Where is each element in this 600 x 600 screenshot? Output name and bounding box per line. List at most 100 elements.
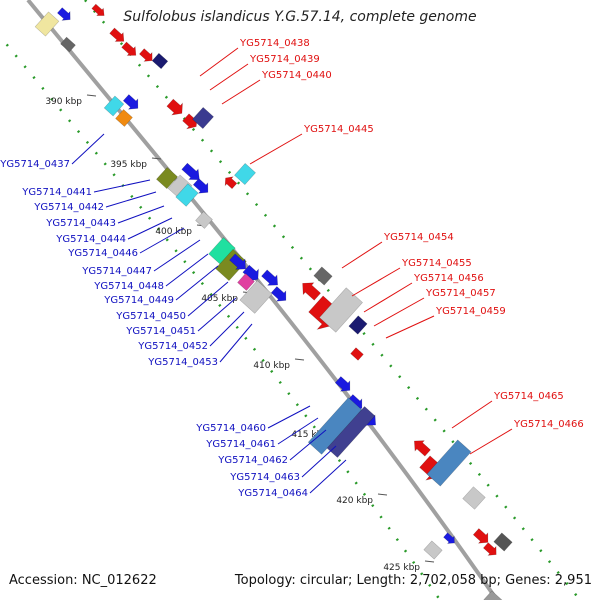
leader-line [373,297,425,327]
gene-feature [103,95,125,117]
gene-label-text: YG5714_0456 [413,273,484,284]
gene-box [115,109,133,127]
accession-text: Accession: NC_012622 [9,573,157,588]
gene-arrow [192,178,209,194]
gene-feature [302,282,321,301]
reverse-gene-label: YG5714_0462 [217,429,327,466]
map-title: Sulfolobus islandicus Y.G.57.14, complet… [123,9,477,25]
gene-feature [91,3,105,16]
gene-arrow [414,440,431,457]
gene-box [175,183,199,207]
reverse-gene-label: YG5714_0452 [137,311,245,352]
leader-line [105,191,157,208]
gene-feature [261,269,278,286]
gene-feature [443,532,455,544]
tick-label: 390 kbp [45,97,82,107]
leader-line [209,311,245,347]
forward-gene-label: YG5714_0466 [469,419,584,455]
gene-label-text: YG5714_0461 [205,439,276,450]
tick-label: 405 kbp [201,294,238,304]
gene-box [426,439,472,487]
gene-label-text: YG5714_0444 [55,234,126,245]
leader-line [309,459,347,494]
reverse-gene-label: YG5714_0463 [229,445,337,483]
gene-label-text: YG5714_0446 [67,248,138,259]
gene-label-text: YG5714_0462 [217,455,288,466]
gene-label-text: YG5714_0442 [33,202,104,213]
scale-tick: 400 kbp [155,224,207,237]
gene-box [423,540,443,560]
leader-line [153,239,201,272]
gene-label-text: YG5714_0448 [93,281,164,292]
gene-box [103,95,125,117]
gene-label-text: YG5714_0466 [513,419,584,430]
gene-feature [348,315,368,335]
gene-box [493,532,513,552]
gene-feature [414,440,431,457]
gene-label-text: YG5714_0449 [103,295,174,306]
tick-label: 400 kbp [155,227,192,237]
leader-line [385,315,435,339]
leader-line [197,297,237,332]
gene-arrow [91,3,105,16]
gene-feature [181,162,200,180]
tick-mark [377,493,388,496]
leader-line [341,241,383,269]
reverse-gene-label: YG5714_0453 [147,323,253,368]
gene-label-text: YG5714_0443 [45,218,116,229]
gene-label-text: YG5714_0459 [435,306,506,317]
gene-label-text: YG5714_0453 [147,357,218,368]
reverse-gene-label: YG5714_0448 [93,253,209,292]
reverse-gene-label: YG5714_0446 [67,227,185,259]
gene-arrow [109,27,125,42]
tick-label: 395 kbp [110,160,147,170]
gene-label-text: YG5714_0450 [115,311,186,322]
leader-line [289,429,327,461]
leader-line [301,445,337,478]
tick-mark [86,94,97,97]
gene-feature [122,94,139,110]
gene-box [350,347,364,361]
gene-arrow [229,253,246,270]
gene-arrow [166,98,183,116]
forward-gene-label: YG5714_0457 [373,288,496,327]
gene-feature [334,376,351,392]
scale-tick: 420 kbp [336,493,388,506]
forward-gene-label: YG5714_0459 [385,306,506,339]
gene-feature [151,52,169,70]
gene-box [192,107,214,129]
gene-arrow [181,162,200,180]
gene-feature [115,109,133,127]
leader-line [187,281,229,317]
gene-feature [175,183,199,207]
leader-line [267,405,311,429]
leader-line [117,205,165,224]
gene-feature [121,41,137,56]
gene-label-text: YG5714_0460 [195,423,266,434]
gc-skew-dots [0,0,581,600]
reverse-gene-label: YG5714_0461 [205,417,319,450]
tick-label: 415 kbp [291,430,328,440]
gene-features [34,3,513,600]
genome-summary-text: Topology: circular; Length: 2,702,058 bp… [234,573,592,588]
gene-feature [139,48,153,62]
leader-line [175,265,219,301]
gene-feature [350,347,364,361]
gene-box [483,590,503,600]
leader-line [139,227,185,254]
gene-feature [462,486,486,510]
gene-box [156,167,178,189]
scale-tick: 395 kbp [110,157,162,170]
gene-box [151,52,169,70]
reverse-gene-label: YG5714_0444 [55,217,173,245]
forward-gene-label: YG5714_0440 [221,70,332,105]
forward-gene-label: YG5714_0456 [363,273,484,313]
gene-box [326,406,376,458]
gene-feature [192,178,209,194]
gene-label-text: YG5714_0437 [0,159,70,170]
reverse-gene-label: YG5714_0450 [115,281,229,322]
gene-feature [109,27,125,42]
gene-arrow [302,282,321,301]
gene-arrow [443,532,455,544]
gene-feature [426,439,472,487]
